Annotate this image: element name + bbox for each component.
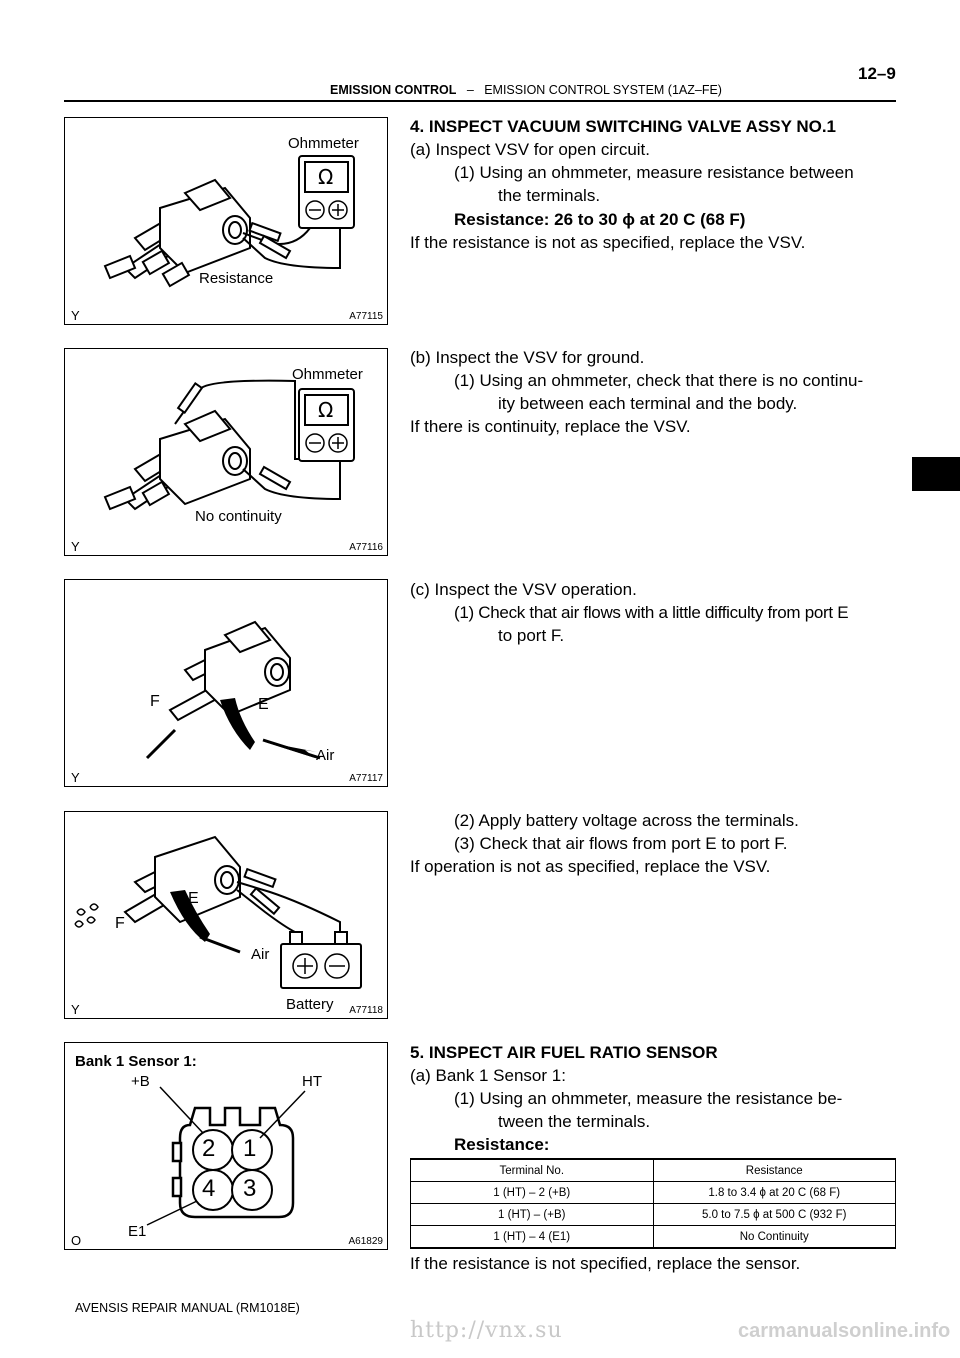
- sensor-title: Bank 1 Sensor 1:: [75, 1053, 197, 1070]
- section4-resistance-spec: Resistance: 26 to 30 ϕ at 20 C (68 F): [454, 210, 746, 229]
- section-tab-marker: [912, 457, 960, 491]
- footer-manual-id: AVENSIS REPAIR MANUAL (RM1018E): [75, 1301, 300, 1315]
- section5-step-a1: (1) Using an ohmmeter, measure the resis…: [454, 1089, 843, 1108]
- resistance-label: Resistance: [199, 270, 274, 287]
- air-label: Air: [316, 747, 335, 764]
- figure-mark: Y: [71, 770, 80, 785]
- table-header-row: Terminal No. Resistance: [410, 1158, 896, 1182]
- plus-b-label: +B: [131, 1073, 150, 1090]
- header-section: EMISSION CONTROL: [330, 83, 457, 97]
- svg-text:Ω: Ω: [318, 165, 333, 189]
- port-e-label: E: [188, 890, 199, 907]
- terminal-1-label: 1: [243, 1135, 257, 1162]
- page-number: 12–9: [858, 64, 896, 83]
- figure-vsv-resistance: Ω Ohmmeter Resistance Y A77115: [64, 117, 388, 325]
- port-e-label: E: [258, 696, 269, 713]
- section5-resistance-label: Resistance:: [454, 1135, 550, 1154]
- figure-vsv-operation: F E Air Y A77117: [64, 579, 388, 787]
- port-f-label: F: [115, 915, 125, 932]
- figure-id: A77117: [349, 773, 383, 784]
- figure-mark: Y: [71, 308, 80, 323]
- terminal-4-label: 4: [202, 1175, 216, 1202]
- header-separator: –: [466, 83, 474, 97]
- figure-af-sensor-connector: Bank 1 Sensor 1: +B HT E1 2 1 4 3 O A618…: [64, 1042, 388, 1250]
- figure-mark: Y: [71, 539, 80, 554]
- section4-step-b1: (1) Using an ohmmeter, check that there …: [454, 371, 864, 390]
- running-header: EMISSION CONTROL – EMISSION CONTROL SYST…: [330, 83, 722, 97]
- table-row: 1 (HT) – (+B) 5.0 to 7.5 ϕ at 500 C (932…: [410, 1203, 896, 1226]
- section4-step-c1: (1) Check that air flows with a little d…: [454, 603, 849, 622]
- watermark-left: http://vnx.su: [410, 1318, 563, 1343]
- table-cell: 1 (HT) – 4 (E1): [410, 1225, 654, 1249]
- terminal-2-label: 2: [202, 1135, 216, 1162]
- section4-c-action: If operation is not as specified, replac…: [410, 857, 771, 876]
- resistance-table: Terminal No. Resistance 1 (HT) – 2 (+B) …: [410, 1158, 896, 1249]
- table-cell: 5.0 to 7.5 ϕ at 500 C (932 F): [652, 1203, 896, 1226]
- section4-step-a1-cont: the terminals.: [498, 186, 601, 205]
- figure-vsv-ground: Ω Ohmmeter No continuity Y A77116: [64, 348, 388, 556]
- table-row: 1 (HT) – 4 (E1) No Continuity: [410, 1225, 896, 1249]
- figure-id: A61829: [348, 1236, 383, 1247]
- figure-id: A77118: [349, 1005, 383, 1016]
- vsv-airflow-illustration: [145, 620, 321, 760]
- ohmmeter-label: Ohmmeter: [288, 135, 359, 152]
- port-f-label: F: [150, 693, 160, 710]
- section4-step-c1-cont: to port F.: [498, 626, 565, 645]
- table-cell: 1 (HT) – 2 (+B): [410, 1181, 654, 1204]
- section4-step-c2: (2) Apply battery voltage across the ter…: [454, 811, 799, 830]
- table-row: 1 (HT) – 2 (+B) 1.8 to 3.4 ϕ at 20 C (68…: [410, 1181, 896, 1204]
- section4-step-c3: (3) Check that air flows from port E to …: [454, 834, 788, 853]
- ht-label: HT: [302, 1073, 322, 1090]
- table-cell: 1.8 to 3.4 ϕ at 20 C (68 F): [652, 1181, 896, 1204]
- section4-b-action: If there is continuity, replace the VSV.: [410, 417, 691, 436]
- no-continuity-label: No continuity: [195, 508, 282, 525]
- air-label: Air: [251, 946, 270, 963]
- svg-text:Ω: Ω: [318, 398, 333, 422]
- vsv-ground-illustration: Ω: [103, 379, 355, 511]
- header-rule: [64, 100, 896, 102]
- section4-heading: 4. INSPECT VACUUM SWITCHING VALVE ASSY N…: [410, 117, 836, 136]
- terminal-3-label: 3: [243, 1175, 257, 1202]
- section4-step-b: (b) Inspect the VSV for ground.: [410, 348, 645, 367]
- section5-action: If the resistance is not specified, repl…: [410, 1254, 801, 1273]
- section5-heading: 5. INSPECT AIR FUEL RATIO SENSOR: [410, 1043, 718, 1062]
- vsv-ohmmeter-illustration: Ω: [103, 155, 355, 288]
- vsv-battery-illustration: [74, 835, 362, 989]
- section5-step-a: (a) Bank 1 Sensor 1:: [410, 1066, 566, 1085]
- figure-id: A77116: [349, 542, 383, 553]
- e1-label: E1: [128, 1223, 147, 1240]
- table-cell: 1 (HT) – (+B): [410, 1203, 654, 1226]
- watermark-right: carmanualsonline.info: [738, 1320, 951, 1342]
- section4-a-action: If the resistance is not as specified, r…: [410, 233, 806, 252]
- header-subsection: EMISSION CONTROL SYSTEM (1AZ–FE): [484, 83, 722, 97]
- section5-step-a1-cont: tween the terminals.: [498, 1112, 651, 1131]
- battery-label: Battery: [286, 996, 334, 1013]
- section4-step-b1-cont: ity between each terminal and the body.: [498, 394, 798, 413]
- ohmmeter-label: Ohmmeter: [292, 366, 363, 383]
- table-header-cell: Terminal No.: [410, 1158, 654, 1182]
- table-cell: No Continuity: [652, 1225, 896, 1249]
- figure-mark: Y: [71, 1002, 80, 1017]
- figure-mark: O: [71, 1233, 82, 1248]
- sensor-connector-illustration: [146, 1086, 306, 1226]
- section4-step-c: (c) Inspect the VSV operation.: [410, 580, 637, 599]
- figure-vsv-battery: E F Air Battery Y A77118: [64, 811, 388, 1019]
- section4-step-a: (a) Inspect VSV for open circuit.: [410, 140, 650, 159]
- section4-step-a1: (1) Using an ohmmeter, measure resistanc…: [454, 163, 854, 182]
- table-header-cell: Resistance: [652, 1158, 896, 1182]
- figure-id: A77115: [349, 311, 383, 322]
